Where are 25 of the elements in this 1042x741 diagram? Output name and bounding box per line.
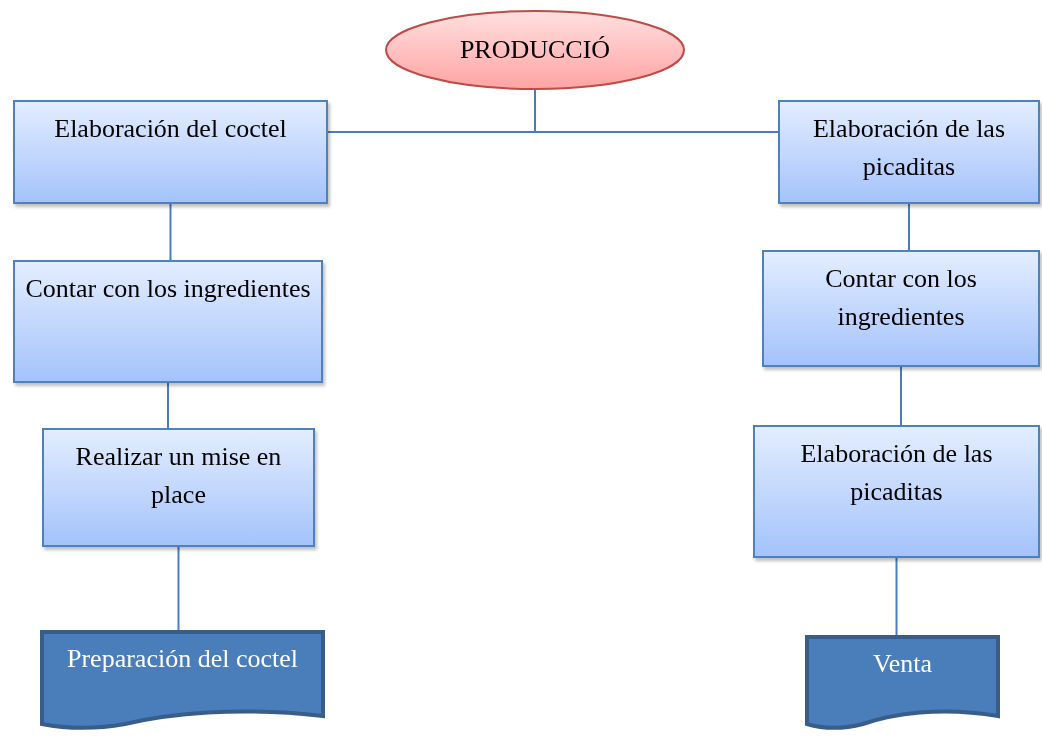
node-text: Elaboración de las picaditas (799, 438, 994, 508)
document-shape (805, 635, 1000, 730)
node-text: Venta (872, 648, 933, 680)
start-ellipse (385, 10, 685, 90)
node-text: Elaboración de las picaditas (812, 113, 1006, 183)
node-text: Preparación del coctel (67, 643, 298, 675)
process-box (778, 100, 1040, 204)
connector-line (169, 203, 172, 261)
connector-line (900, 366, 902, 426)
connector-line (167, 382, 169, 429)
process-box (13, 100, 328, 204)
node-text: Elaboración del coctel (54, 113, 287, 145)
node-text: PRODUCCIÓ (459, 34, 611, 66)
connector-line (908, 203, 910, 251)
process-box (42, 428, 315, 547)
process-box (762, 250, 1040, 367)
process-box (753, 425, 1040, 558)
connector-line (534, 89, 779, 133)
node-text: Realizar un mise en place (74, 441, 283, 511)
process-box (13, 260, 323, 383)
node-text: Contar con los ingredientes (824, 263, 978, 333)
connector-line (177, 546, 180, 631)
document-shape (40, 630, 325, 730)
connector-line (895, 557, 898, 636)
node-text: Contar con los ingredientes (25, 273, 311, 305)
